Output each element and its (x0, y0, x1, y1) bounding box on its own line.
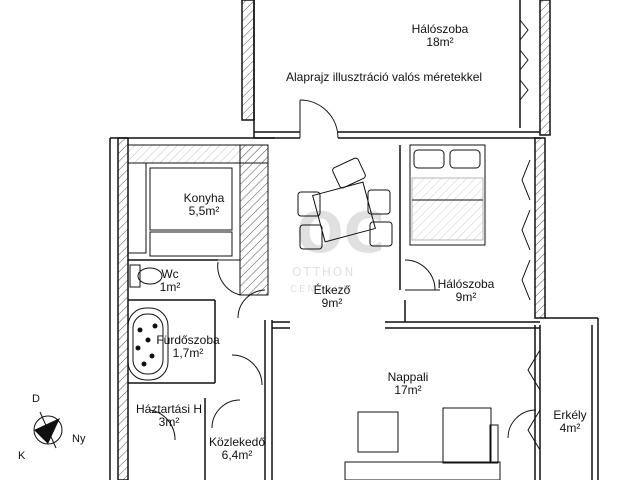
room-label-haztartasi: Háztartási H 3m² (135, 402, 203, 429)
svg-text:CENTRUM: CENTRUM (290, 284, 354, 295)
room-label-haloszoba-1: Hálószoba 18m² (411, 22, 469, 49)
bed (409, 144, 486, 246)
toilet (129, 264, 163, 288)
room-label-haloszoba-2: Hálószoba 9m² (437, 277, 495, 304)
room-label-erkely: Erkély 4m² (553, 408, 587, 435)
room-label-furdoszoba: Fürdőszoba 1,7m² (156, 333, 220, 360)
room-label-etkezo: Étkező 9m² (313, 283, 351, 310)
interior-walls (128, 145, 540, 480)
room-label-wc: Wc 1m² (159, 267, 181, 294)
compass-label-ny: Ny (72, 433, 86, 445)
windows (519, 19, 541, 451)
room-label-nappali: Nappali 17m² (387, 370, 429, 397)
room-label-kozlekedo: Közlekedő 6,4m² (208, 435, 266, 462)
dining-set (297, 157, 393, 250)
svg-text:OTTHON: OTTHON (292, 265, 355, 279)
kitchen (127, 144, 269, 296)
bathtub (127, 307, 169, 381)
watermark-logo: OC OTTHON CENTRUM (290, 201, 385, 295)
living-furniture (344, 407, 501, 480)
svg-text:OC: OC (296, 201, 385, 266)
compass-label-k: K (18, 450, 26, 462)
doors (149, 99, 537, 441)
compass-icon (33, 411, 63, 449)
plan-note: Alaprajz illusztráció valós méretekkel (286, 70, 483, 84)
room-label-konyha: Konyha 5,5m² (183, 191, 225, 218)
compass-label-d: D (32, 393, 40, 405)
outer-walls (109, 0, 599, 480)
